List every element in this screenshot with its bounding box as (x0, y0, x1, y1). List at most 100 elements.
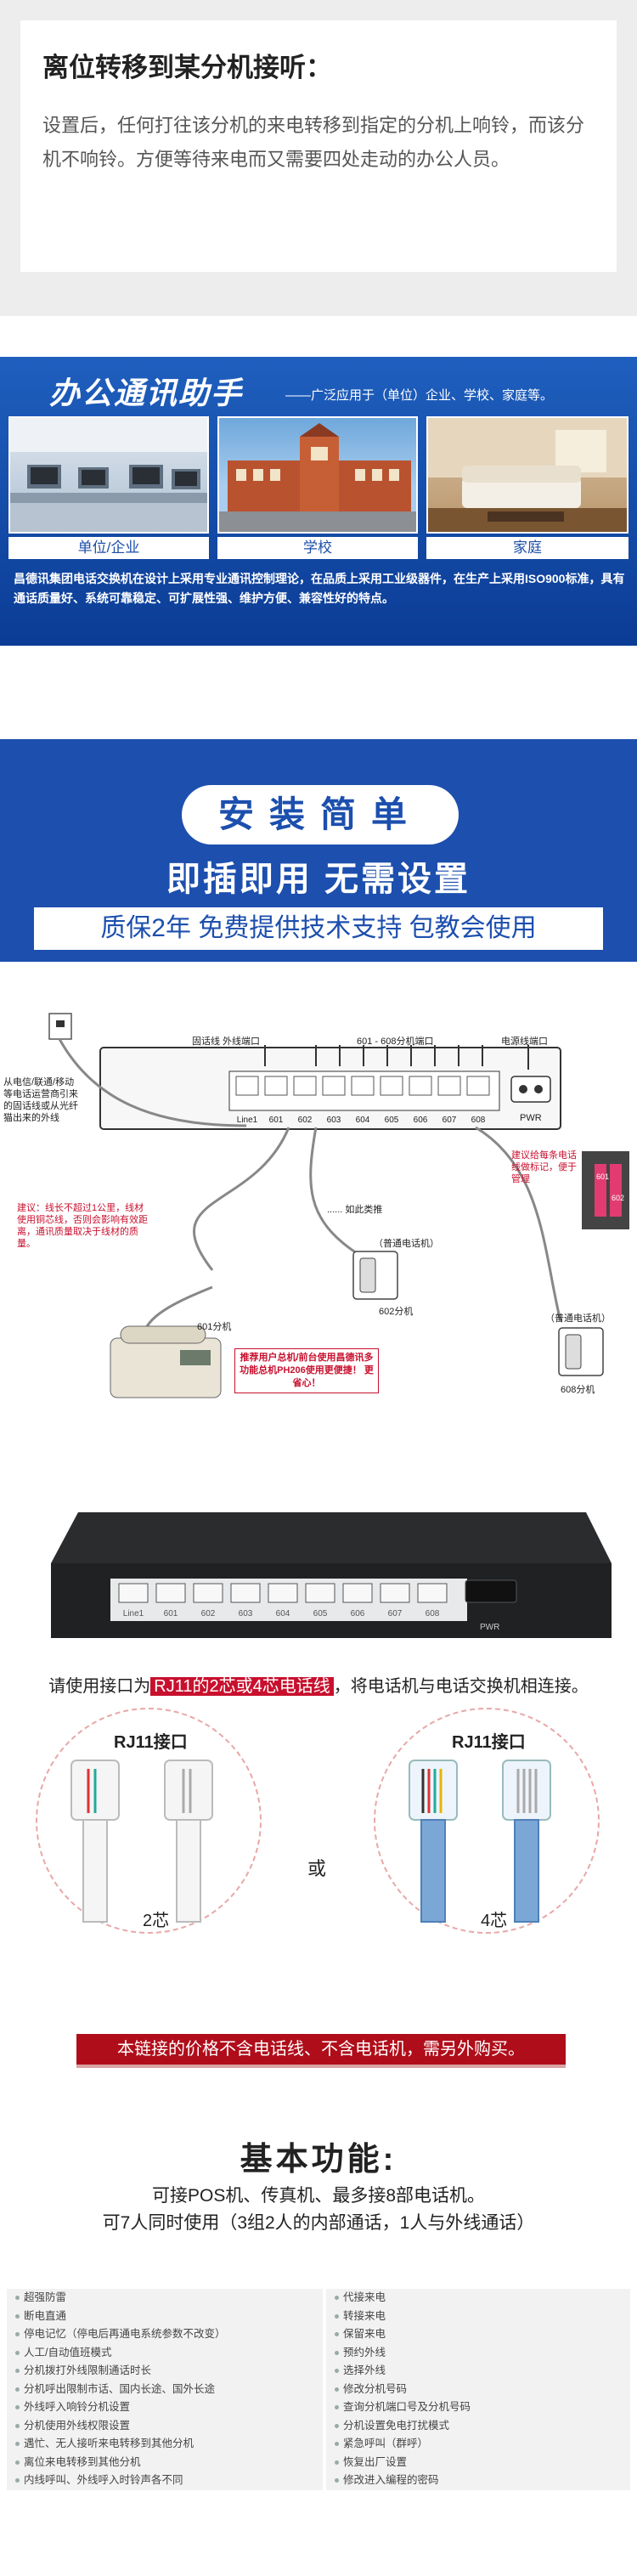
plug-and-play-heading: 即插即用 无需设置 (166, 861, 471, 898)
port-label: 606 (414, 1116, 428, 1125)
school-photo (217, 416, 418, 534)
or-label: 或 (307, 1858, 327, 1879)
banner-description: 昌德讯集团电话交换机在设计上采用专业通讯控制理论，在品质上采用工业级器件，在生产… (14, 572, 625, 605)
list-item: 保留来电 (326, 2325, 630, 2344)
function-list-right: 代接来电 转接来电 保留来电 预约外线 选择外线 修改分机号码 查询分机端口号及… (326, 2289, 630, 2490)
label-enterprise: 单位/企业 (8, 537, 209, 559)
normal-phone-label: （普通电话机） (374, 1239, 439, 1249)
list-item: 内线呼叫、外线呼入时铃声各不同 (7, 2471, 323, 2490)
rj11-prefix: 请使用接口为 (48, 1677, 151, 1696)
list-item: 恢复出厂设置 (326, 2454, 630, 2472)
call-forward-section: 离位转移到某分机接听： 设置后，任何打往该分机的来电转移到指定的分机上响铃，而该… (0, 0, 637, 316)
port-label: 602 (201, 1609, 216, 1618)
office-photo (8, 416, 209, 534)
feature-title: 离位转移到某分机接听： (42, 53, 332, 82)
port-jack (437, 1076, 461, 1096)
port-label: 603 (327, 1116, 341, 1125)
port-label: 607 (388, 1609, 403, 1618)
port-label: 602 (298, 1116, 313, 1125)
rj11-4core-label: 4芯 (481, 1912, 508, 1930)
warranty-bar: 质保2年 免费提供技术支持 包教会使用 (34, 907, 603, 950)
rj11-highlight: RJ11的2芯或4芯电话线 (150, 1677, 334, 1696)
port-jack (230, 1583, 261, 1603)
list-item: 修改进入编程的密码 (326, 2471, 630, 2490)
basic-functions-title: 基本功能: (240, 2142, 397, 2178)
cable-tag-note: 建议给每条电话线做标记，便于管理 (511, 1150, 577, 1184)
port-jack (342, 1583, 373, 1603)
rj11-left-title: RJ11接口 (114, 1733, 188, 1752)
feature-card (20, 20, 617, 272)
list-item: 遇忙、无人接听来电转移到其他分机 (7, 2435, 323, 2454)
label-school: 学校 (217, 537, 418, 559)
list-item: 紧急呼叫（群呼） (326, 2435, 630, 2454)
normal-phone-label-2: （普通电话机） (545, 1313, 611, 1324)
port-label: 604 (276, 1609, 290, 1618)
rj11-2core-label: 2芯 (143, 1912, 170, 1930)
list-item: 停电记忆（停电后再通电系统参数不改变） (7, 2325, 323, 2344)
recommend-note: 推荐用户总机/前台使用昌德讯多功能总机PH206使用更便捷！ 更省心！ (234, 1348, 379, 1393)
port-jack (293, 1076, 317, 1096)
and-so-on-label: ...... 如此类推 (327, 1205, 383, 1215)
port-label: 601 (164, 1609, 178, 1618)
port-jack (264, 1076, 288, 1096)
port-label: 608 (426, 1609, 440, 1618)
port-jack (409, 1076, 432, 1096)
office-assistant-banner: 办公通讯助手 ——广泛应用于（单位）企业、学校、家庭等。 单位/企业 (0, 357, 637, 646)
label-home: 家庭 (426, 537, 629, 559)
extension-port-label: 601 - 608分机端口 (357, 1037, 434, 1047)
source-line-note: 从电信/联通/移动等电话运营商引来的固话线或从光纤猫出来的外线 (3, 1077, 78, 1123)
port-jack (351, 1076, 375, 1096)
trunk-port-label: 固话线 外线端口 (192, 1037, 261, 1047)
ext-601-label: 601分机 (197, 1322, 232, 1332)
list-item: 外线呼入响铃分机设置 (7, 2398, 323, 2417)
list-item: 分机呼出限制市话、国内长途、国外长途 (7, 2381, 323, 2399)
port-jack (417, 1583, 448, 1603)
list-item: 代接来电 (326, 2289, 630, 2308)
port-jack (235, 1076, 259, 1096)
list-item: 人工/自动值班模式 (7, 2344, 323, 2363)
port-jack (118, 1583, 149, 1603)
list-item: 转接来电 (326, 2308, 630, 2326)
line-length-warning: 建议：线长不超过1公里，线材使用铜芯线，否则会影响有效距离，通讯质量取决于线材的… (17, 1203, 148, 1249)
function-list-left: 超强防雷 断电直通 停电记忆（停电后再通电系统参数不改变） 人工/自动值班模式 … (7, 2289, 323, 2490)
pwr-label: PWR (520, 1113, 542, 1123)
ext-608-label: 608分机 (561, 1385, 595, 1395)
list-item: 超强防雷 (7, 2289, 323, 2308)
port-label: 603 (239, 1609, 253, 1618)
port-label: 601 (269, 1116, 284, 1125)
port-label: 605 (313, 1609, 328, 1618)
list-item: 查询分机端口号及分机号码 (326, 2398, 630, 2417)
port-jack (380, 1076, 403, 1096)
home-photo (426, 416, 629, 534)
basic-functions-sub2: 可7人同时使用（3组2人的内部通话，1人与外线通话） (102, 2213, 535, 2233)
list-item: 预约外线 (326, 2344, 630, 2363)
banner-subheading: ——广泛应用于（单位）企业、学校、家庭等。 (285, 388, 554, 403)
port-jack (268, 1583, 298, 1603)
port-jack (305, 1583, 335, 1603)
list-item: 离位来电转移到其他分机 (7, 2454, 323, 2472)
rj11-4core-circle: RJ11接口 4芯 (374, 1708, 600, 1934)
list-item: 分机拨打外线限制通话时长 (7, 2362, 323, 2381)
port-label: 605 (385, 1116, 399, 1125)
port-label: 608 (471, 1116, 486, 1125)
price-notice-banner: 本链接的价格不含电话线、不含电话机，需另外购买。 (76, 2034, 566, 2065)
list-item: 分机使用外线权限设置 (7, 2417, 323, 2436)
list-item: 修改分机号码 (326, 2381, 630, 2399)
port-label: 607 (443, 1116, 457, 1125)
cable-tag-601: 601 (596, 1172, 610, 1181)
cable-tag-602: 602 (612, 1194, 625, 1202)
easy-install-pill: 安装简单 (182, 785, 459, 845)
port-jack (155, 1583, 186, 1603)
port-label: 606 (351, 1609, 365, 1618)
basic-functions-sub1: 可接POS机、传真机、最多接8部电话机。 (151, 2186, 486, 2206)
list-item: 分机设置免电打扰模式 (326, 2417, 630, 2436)
list-item: 选择外线 (326, 2362, 630, 2381)
port-label: Line1 (237, 1116, 258, 1125)
rj11-2core-circle: RJ11接口 2芯 (36, 1708, 262, 1934)
port-jack (193, 1583, 223, 1603)
port-jack (466, 1076, 490, 1096)
list-item: 断电直通 (7, 2308, 323, 2326)
power-port-label: 电源线端口 (501, 1037, 548, 1047)
